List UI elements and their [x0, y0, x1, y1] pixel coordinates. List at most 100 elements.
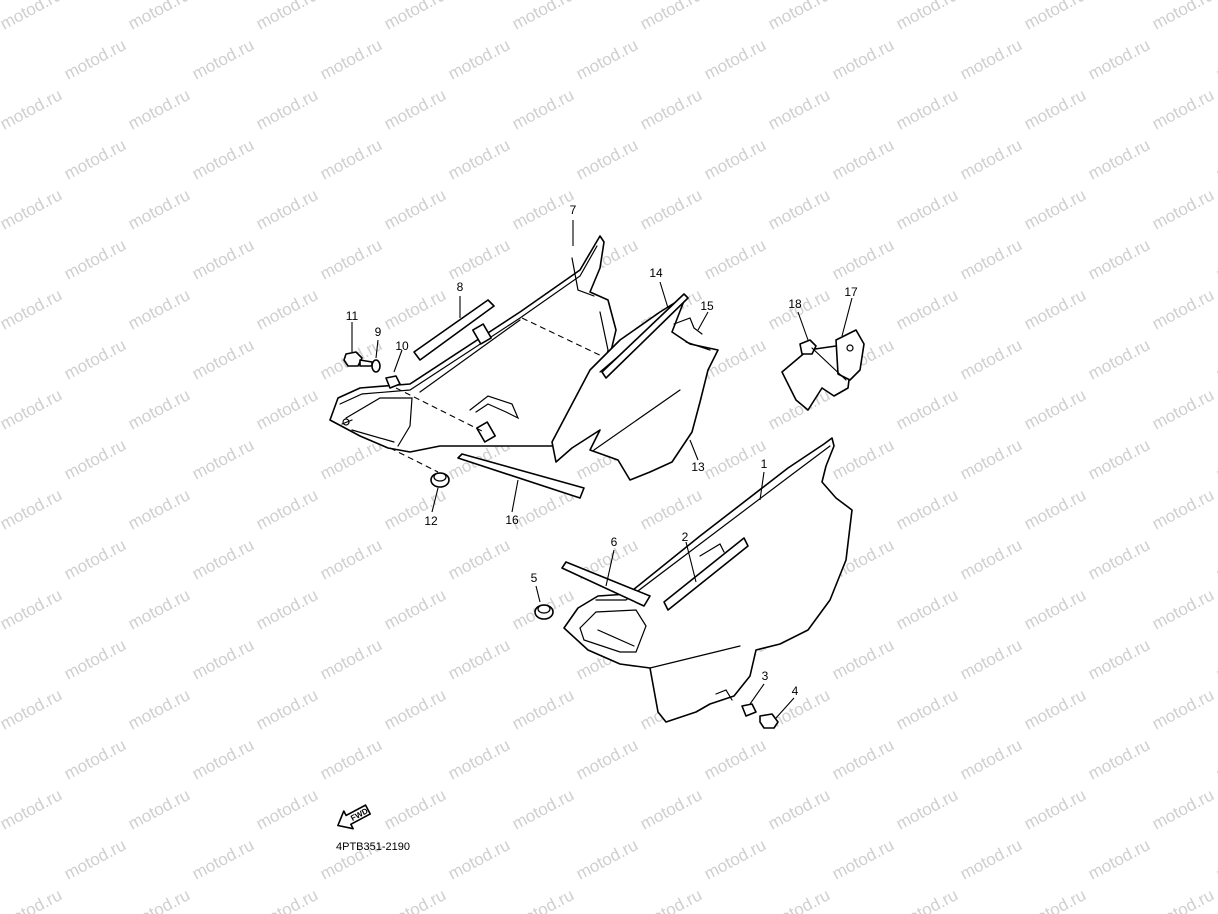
watermark-text: motod.ru	[1213, 335, 1218, 383]
callout-14: 14	[649, 266, 663, 280]
watermark-text: motod.ru	[189, 435, 257, 483]
watermark-text: motod.ru	[445, 135, 513, 183]
left-side-cover	[329, 235, 617, 453]
watermark-text: motod.ru	[701, 135, 769, 183]
callout-13: 13	[691, 460, 705, 474]
watermark-text: motod.ru	[253, 785, 321, 833]
watermark-text: motod.ru	[1085, 235, 1153, 283]
watermark-text: motod.ru	[125, 585, 193, 633]
watermark-text: motod.ru	[445, 635, 513, 683]
watermark-text: motod.ru	[61, 635, 129, 683]
watermark-text: motod.ru	[1213, 235, 1218, 283]
watermark-text: motod.ru	[253, 285, 321, 333]
watermark-text: motod.ru	[765, 785, 833, 833]
part-8-strip	[413, 299, 495, 361]
watermark-text: motod.ru	[1149, 585, 1217, 633]
watermark-text: motod.ru	[0, 785, 65, 833]
watermark-text: motod.ru	[381, 185, 449, 233]
watermark-text: motod.ru	[189, 335, 257, 383]
part-9-washer	[371, 359, 381, 373]
callout-9: 9	[375, 325, 382, 339]
watermark-text: motod.ru	[1149, 485, 1217, 533]
watermark-text: motod.ru	[317, 635, 385, 683]
right-side-cover	[563, 437, 853, 723]
watermark-text: motod.ru	[893, 85, 961, 133]
callout-3: 3	[762, 669, 769, 683]
watermark-text: motod.ru	[125, 785, 193, 833]
watermark-text: motod.ru	[0, 285, 65, 333]
watermark-text: motod.ru	[957, 335, 1025, 383]
watermark-text: motod.ru	[829, 35, 897, 83]
part-11-bolt	[343, 351, 373, 367]
watermark-text: motod.ru	[61, 135, 129, 183]
diagram-code: 4PTB351-2190	[336, 841, 410, 853]
watermark-text: motod.ru	[957, 535, 1025, 583]
watermark-text: motod.ru	[1021, 185, 1089, 233]
watermark-text: motod.ru	[701, 435, 769, 483]
watermark-text: motod.ru	[957, 135, 1025, 183]
watermark-text: motod.ru	[701, 735, 769, 783]
watermark-text: motod.ru	[0, 685, 65, 733]
watermark-text: motod.ru	[1021, 0, 1089, 34]
watermark-text: motod.ru	[189, 235, 257, 283]
watermark-text: motod.ru	[445, 35, 513, 83]
watermark-text: motod.ru	[1085, 635, 1153, 683]
watermark-text: motod.ru	[125, 285, 193, 333]
watermark-text: motod.ru	[509, 885, 577, 914]
callout-12: 12	[424, 514, 438, 528]
watermark-text: motod.ru	[1085, 735, 1153, 783]
watermark-text: motod.ru	[509, 785, 577, 833]
watermark-text: motod.ru	[765, 0, 833, 34]
watermark-text: motod.ru	[445, 535, 513, 583]
leader-lines	[351, 220, 853, 719]
watermark-text: motod.ru	[189, 635, 257, 683]
watermark-text: motod.ru	[125, 85, 193, 133]
part-3-collar	[741, 703, 757, 717]
watermark-text: motod.ru	[829, 635, 897, 683]
watermark-text: motod.ru	[189, 135, 257, 183]
part-4-bolt	[759, 713, 779, 729]
watermark-text: motod.ru	[381, 585, 449, 633]
watermark-text: motod.ru	[1021, 885, 1089, 914]
watermark-text: motod.ru	[1213, 635, 1218, 683]
watermark-text: motod.ru	[1085, 35, 1153, 83]
watermark-text: motod.ru	[957, 835, 1025, 883]
watermark-text: motod.ru	[637, 185, 705, 233]
watermark-text: motod.ru	[125, 385, 193, 433]
watermark-text: motod.ru	[637, 485, 705, 533]
watermark-text: motod.ru	[61, 835, 129, 883]
watermark-text: motod.ru	[1213, 735, 1218, 783]
watermark-text: motod.ru	[573, 135, 641, 183]
watermark-text: motod.ru	[765, 185, 833, 233]
watermark-text: motod.ru	[893, 685, 961, 733]
watermark-text: motod.ru	[893, 285, 961, 333]
part-16-strip	[457, 453, 585, 499]
watermark-text: motod.ru	[317, 35, 385, 83]
watermark-text: motod.ru	[701, 835, 769, 883]
watermark-text: motod.ru	[1085, 535, 1153, 583]
watermark-text: motod.ru	[1021, 485, 1089, 533]
watermark-text: motod.ru	[381, 0, 449, 34]
watermark-text: motod.ru	[1085, 135, 1153, 183]
fwd-arrow-icon: FWD	[337, 804, 372, 830]
watermark-text: motod.ru	[573, 835, 641, 883]
watermark-text: motod.ru	[893, 385, 961, 433]
watermark-text: motod.ru	[381, 285, 449, 333]
watermark-text: motod.ru	[893, 185, 961, 233]
watermark-text: motod.ru	[829, 835, 897, 883]
watermark-text: motod.ru	[765, 885, 833, 914]
watermark-text: motod.ru	[701, 35, 769, 83]
watermark-text: motod.ru	[1149, 785, 1217, 833]
callout-7: 7	[570, 203, 577, 217]
watermark-text: motod.ru	[1021, 685, 1089, 733]
watermark-text: motod.ru	[0, 885, 65, 914]
watermark-text: motod.ru	[1021, 385, 1089, 433]
watermark-text: motod.ru	[765, 85, 833, 133]
watermark-text: motod.ru	[1149, 385, 1217, 433]
watermark-text: motod.ru	[1149, 685, 1217, 733]
watermark-text: motod.ru	[1213, 835, 1218, 883]
callout-11: 11	[346, 309, 359, 323]
callout-18: 18	[788, 297, 802, 311]
watermark-text: motod.ru	[381, 685, 449, 733]
part-17-bracket	[781, 329, 865, 411]
